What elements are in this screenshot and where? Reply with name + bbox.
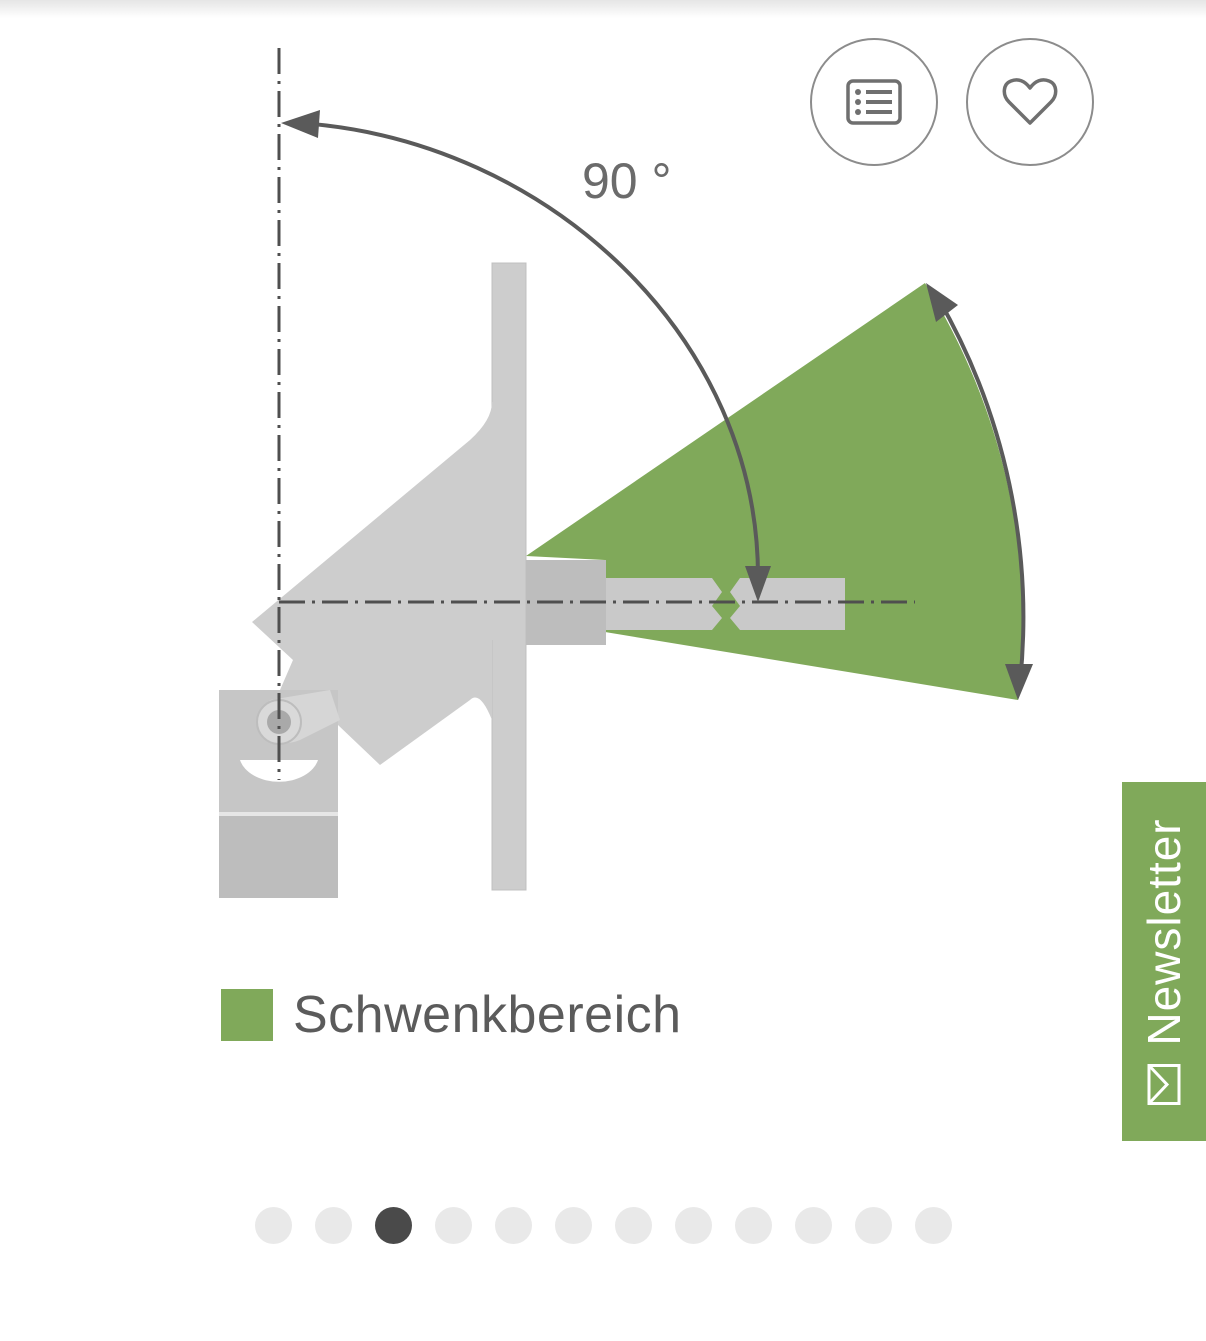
angle-arrow-top	[281, 110, 320, 138]
angle-arc	[299, 121, 761, 581]
newsletter-content: Newsletter	[1122, 782, 1206, 1141]
legend: Schwenkbereich	[221, 986, 682, 1044]
swivel-range-arc	[936, 297, 1026, 684]
carousel-dot[interactable]	[255, 1207, 292, 1244]
angle-bracket	[252, 402, 510, 765]
carousel-dot[interactable]	[795, 1207, 832, 1244]
carousel-dot[interactable]	[435, 1207, 472, 1244]
carousel-dot[interactable]	[555, 1207, 592, 1244]
carousel-dot[interactable]	[735, 1207, 772, 1244]
swivel-arrow-top	[926, 283, 958, 322]
mail-icon	[1147, 1063, 1181, 1105]
carousel-dot[interactable]	[375, 1207, 412, 1244]
carousel-dot[interactable]	[315, 1207, 352, 1244]
favorite-button[interactable]	[966, 38, 1094, 166]
shaft-rod-left	[606, 578, 722, 630]
header-shadow	[0, 0, 1206, 18]
legend-swatch	[221, 989, 273, 1041]
angle-arrow-bottom	[745, 566, 771, 602]
carousel-dot[interactable]	[675, 1207, 712, 1244]
pivot-pin	[267, 710, 291, 734]
shaft-rod-right	[730, 578, 845, 630]
product-details-button[interactable]	[810, 38, 938, 166]
swivel-diagram	[219, 48, 1033, 898]
swivel-arrow-bottom	[1005, 664, 1033, 700]
carousel-dot[interactable]	[915, 1207, 952, 1244]
carousel-dot[interactable]	[495, 1207, 532, 1244]
carousel-pagination	[255, 1207, 952, 1244]
legend-label: Schwenkbereich	[293, 986, 682, 1044]
hinge-base	[219, 816, 338, 898]
product-image-diagram: 90 ° Schwenkbereich	[219, 48, 1033, 1044]
carousel-dot[interactable]	[855, 1207, 892, 1244]
list-icon	[846, 79, 902, 125]
heart-icon	[1002, 78, 1058, 125]
newsletter-label: Newsletter	[1138, 817, 1190, 1046]
carousel-dot[interactable]	[615, 1207, 652, 1244]
newsletter-tab[interactable]: Newsletter	[1122, 782, 1206, 1141]
angle-label: 90 °	[582, 153, 672, 209]
